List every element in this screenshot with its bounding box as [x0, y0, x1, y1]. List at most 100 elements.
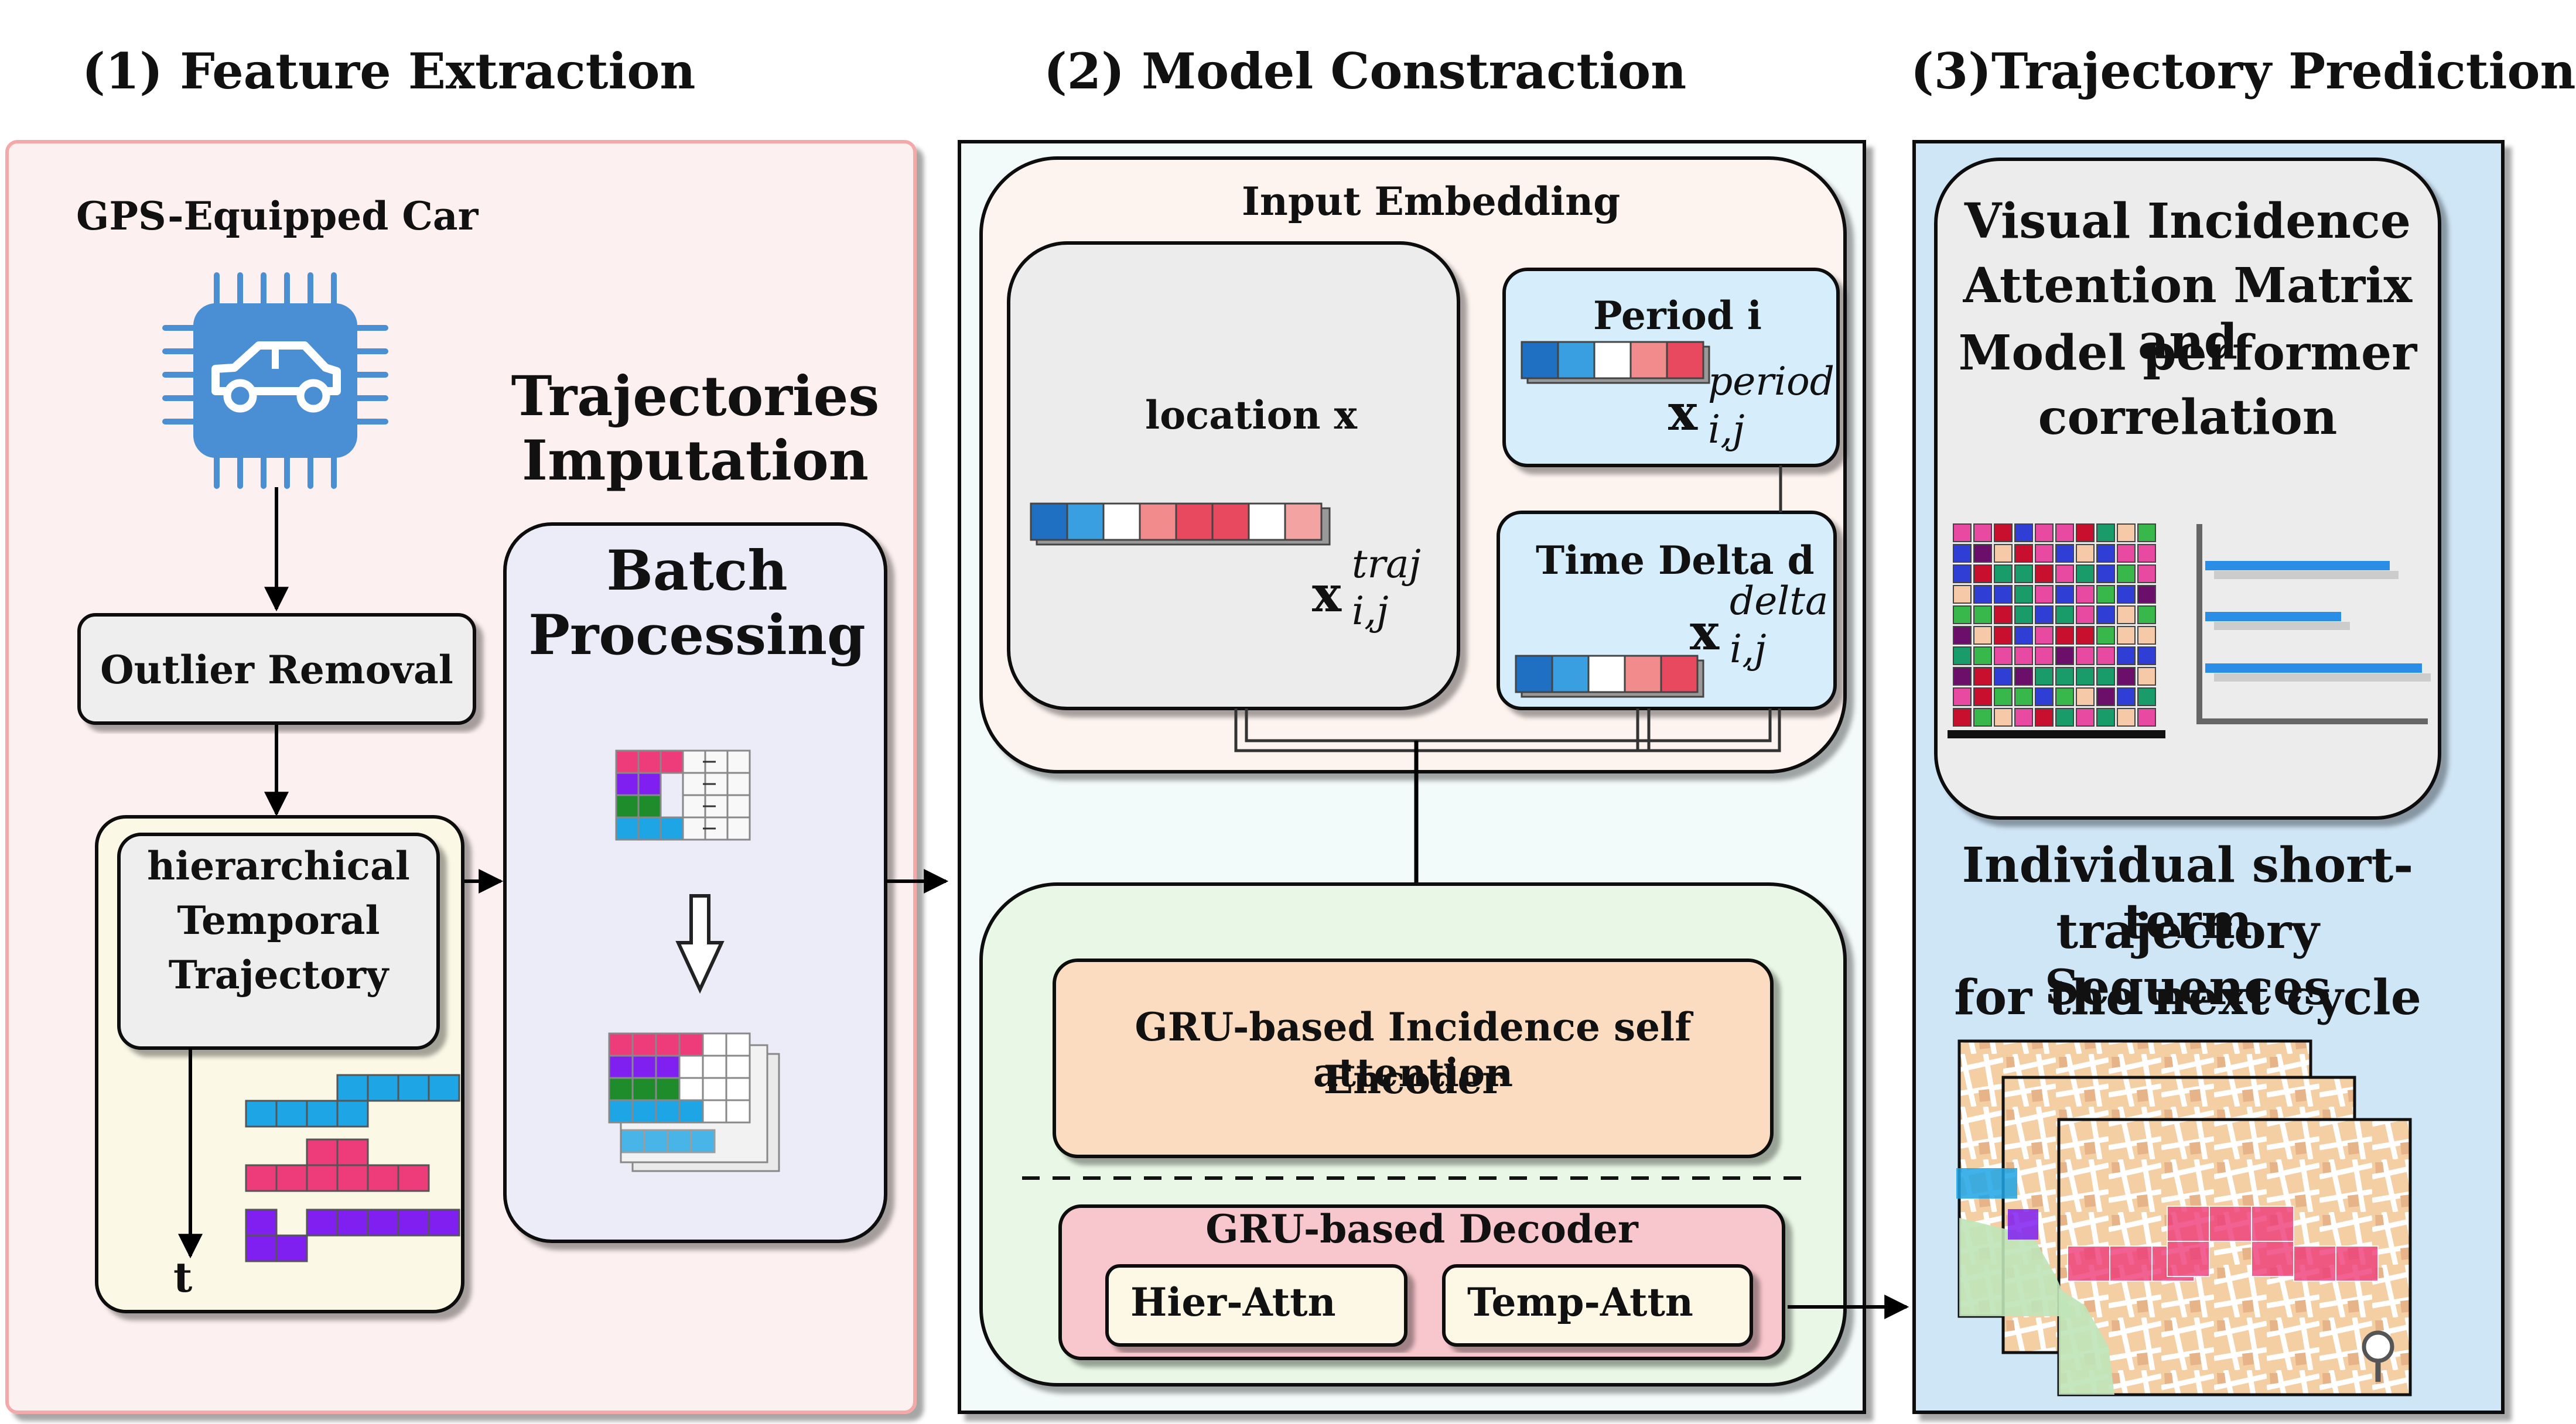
- attention-cell: [2117, 564, 2136, 583]
- attention-cell: [2137, 544, 2156, 563]
- time-axis-label: t: [173, 1253, 193, 1302]
- hier-attn-box: [1105, 1264, 1407, 1347]
- attention-cell: [2035, 626, 2054, 645]
- attention-cell: [2137, 523, 2156, 542]
- traj-formula: x traj i,j: [1312, 542, 1464, 641]
- batch-label: Batch: [606, 539, 788, 603]
- attention-cell: [2055, 646, 2074, 665]
- attention-cell: [1953, 646, 1972, 665]
- processing-label: Processing: [528, 603, 866, 668]
- attention-cell: [2117, 605, 2136, 624]
- attention-cell: [2076, 626, 2095, 645]
- attention-cell: [2117, 585, 2136, 604]
- delta-subscript: i,j: [1730, 627, 1767, 672]
- attention-cell: [1994, 544, 2013, 563]
- attention-cell: [1953, 708, 1972, 727]
- attention-cell: [2096, 687, 2115, 706]
- hierarchical-label: hierarchical: [147, 843, 410, 889]
- attention-cell: [2096, 544, 2115, 563]
- period-subscript: i,j: [1708, 407, 1745, 452]
- attention-cell: [1953, 626, 1972, 645]
- attention-cell: [2035, 544, 2054, 563]
- attention-cell: [2055, 687, 2074, 706]
- attention-cell: [2137, 708, 2156, 727]
- attention-cell: [1973, 646, 1992, 665]
- delta-embedding-bar: [1515, 655, 1704, 698]
- attention-cell: [2035, 523, 2054, 542]
- section-title-trajectory-prediction: (3)Trajectory Prediction: [1911, 42, 2576, 100]
- temp-attn-box: [1442, 1264, 1753, 1347]
- batch-grid-stack-icon: [608, 1032, 780, 1172]
- traj-subscript: i,j: [1352, 588, 1389, 634]
- attention-cell: [2014, 544, 2033, 563]
- trajectories-imputation-title-1: Trajectories: [511, 364, 880, 429]
- attention-cell: [1953, 585, 1972, 604]
- gps-equipped-car-label: GPS-Equipped Car: [76, 193, 479, 239]
- attention-cell: [1994, 667, 2013, 686]
- attention-cell: [2055, 708, 2074, 727]
- delta-var: x: [1690, 603, 1720, 661]
- batch-grid-top-icon: [615, 749, 751, 841]
- attention-cell: [2035, 667, 2054, 686]
- decoder-label: GRU-based Decoder: [1205, 1206, 1638, 1252]
- matrix-title-1: Visual Incidence: [1964, 193, 2411, 249]
- performance-bars-icon: [2196, 524, 2431, 724]
- traj-superscript: traj: [1352, 542, 1421, 587]
- attention-cell: [2055, 523, 2074, 542]
- section-title-model-construction: (2) Model Constraction: [1044, 42, 1687, 100]
- attention-cell: [1953, 544, 1972, 563]
- time-delta-label: Time Delta d: [1536, 538, 1815, 583]
- attention-cell: [2117, 687, 2136, 706]
- matrix-title-4: correlation: [2038, 389, 2338, 446]
- attention-cell: [1994, 605, 2013, 624]
- attention-cell: [2137, 585, 2156, 604]
- attention-cell: [2076, 605, 2095, 624]
- attention-cell: [2055, 564, 2074, 583]
- attention-cell: [1953, 564, 1972, 583]
- attention-cell: [2137, 626, 2156, 645]
- attention-cell: [1973, 585, 1992, 604]
- attention-cell: [1973, 667, 1992, 686]
- attention-cell: [2035, 564, 2054, 583]
- attention-cell: [2035, 605, 2054, 624]
- attention-cell: [1973, 605, 1992, 624]
- attention-matrix-icon: [1948, 523, 2165, 738]
- attention-cell: [1953, 687, 1972, 706]
- attention-cell: [2014, 605, 2033, 624]
- attention-cell: [1973, 544, 1992, 563]
- attention-cell: [2137, 667, 2156, 686]
- attention-cell: [2014, 626, 2033, 645]
- attention-cell: [2076, 585, 2095, 604]
- attention-cell: [1953, 605, 1972, 624]
- attention-cell: [1973, 523, 1992, 542]
- attention-cell: [1973, 564, 1992, 583]
- attention-cell: [1994, 687, 2013, 706]
- attention-cell: [2014, 667, 2033, 686]
- hierarchical-trajectory-blocks: [245, 1074, 460, 1262]
- attention-cell: [2055, 667, 2074, 686]
- attention-cell: [2035, 687, 2054, 706]
- attention-cell: [2014, 564, 2033, 583]
- diagram-canvas: [5, 140, 2505, 1414]
- attention-cell: [2055, 605, 2074, 624]
- hollow-down-arrow-icon: [675, 894, 725, 994]
- attention-cell: [1994, 523, 2013, 542]
- attention-cell: [1994, 646, 2013, 665]
- attention-cell: [2117, 667, 2136, 686]
- period-label: Period i: [1593, 293, 1762, 338]
- attention-cell: [2055, 585, 2074, 604]
- delta-superscript: delta: [1730, 578, 1829, 624]
- attention-cell: [1994, 626, 2013, 645]
- attention-cell: [2076, 667, 2095, 686]
- attention-cell: [2035, 646, 2054, 665]
- attention-cell: [2117, 708, 2136, 727]
- attention-cell: [2076, 687, 2095, 706]
- attention-cell: [2117, 626, 2136, 645]
- period-var: x: [1668, 384, 1698, 441]
- attention-cell: [2096, 585, 2115, 604]
- attention-cell: [2055, 544, 2074, 563]
- attention-cell: [2096, 523, 2115, 542]
- attention-cell: [2055, 626, 2074, 645]
- attention-cell: [2096, 605, 2115, 624]
- attention-cell: [1973, 687, 1992, 706]
